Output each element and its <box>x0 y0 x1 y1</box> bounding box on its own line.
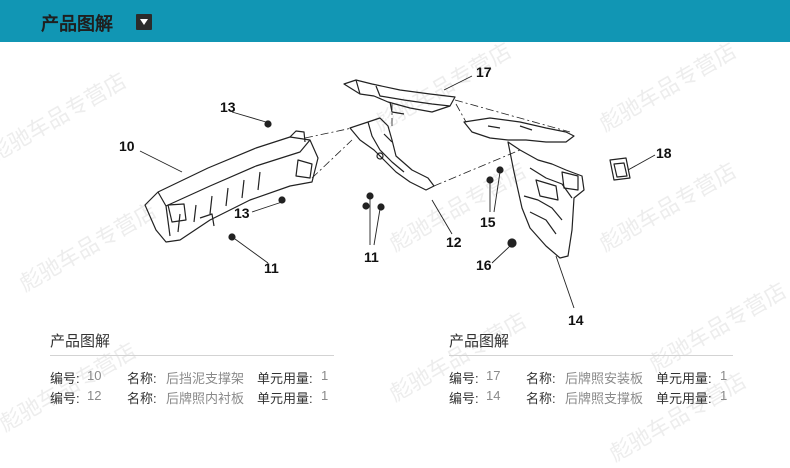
callout-18: 18 <box>656 145 672 161</box>
divider <box>50 355 334 356</box>
callout-11: 11 <box>264 260 279 276</box>
panel-title: 产品图解 <box>50 333 111 350</box>
part-name: 后牌照安装板 <box>565 371 644 386</box>
part-name: 后挡泥支撑架 <box>166 371 245 386</box>
part-18-shape <box>609 157 631 181</box>
callout-14: 14 <box>568 312 584 328</box>
part-17-shape <box>343 79 456 115</box>
callout-11: 11 <box>364 249 379 265</box>
callout-16: 16 <box>476 257 492 273</box>
parts-info-panel-left: 产品图解 编号: 10 名称: 后挡泥支撑架 单元用量: 1 编号: 12 名称… <box>50 330 334 408</box>
part-number: 14 <box>486 388 501 403</box>
number-label: 编号: <box>50 391 80 406</box>
quantity-label: 单元用量: <box>257 371 313 386</box>
part-number: 10 <box>87 368 102 383</box>
part-10-shape <box>144 130 319 243</box>
quantity-value: 1 <box>321 388 329 403</box>
quantity-label: 单元用量: <box>656 391 712 406</box>
leader-lines <box>139 75 656 309</box>
callout-13: 13 <box>220 99 236 115</box>
part-name: 后牌照内衬板 <box>166 391 245 406</box>
name-label: 名称: <box>526 391 556 406</box>
name-label: 名称: <box>127 391 157 406</box>
name-label: 名称: <box>127 371 157 386</box>
part-name: 后牌照支撑板 <box>565 391 644 406</box>
callout-13: 13 <box>234 205 250 221</box>
part-row: 编号: 17 名称: 后牌照安装板 单元用量: 1 <box>449 368 733 388</box>
part-14-shape <box>463 117 585 259</box>
header-bar: 产品图解 <box>0 0 790 42</box>
part-row: 编号: 10 名称: 后挡泥支撑架 单元用量: 1 <box>50 368 334 388</box>
exploded-parts-diagram: 10 11 11 12 13 13 14 15 16 17 18 <box>119 64 672 328</box>
number-label: 编号: <box>449 371 479 386</box>
chevron-down-icon[interactable] <box>136 14 152 30</box>
part-row: 编号: 12 名称: 后牌照内衬板 单元用量: 1 <box>50 388 334 408</box>
quantity-value: 1 <box>720 388 728 403</box>
part-number: 17 <box>486 368 501 383</box>
part-row: 编号: 14 名称: 后牌照支撑板 单元用量: 1 <box>449 388 733 408</box>
quantity-value: 1 <box>720 368 728 383</box>
quantity-label: 单元用量: <box>257 391 313 406</box>
panel-title: 产品图解 <box>449 333 510 350</box>
number-label: 编号: <box>449 391 479 406</box>
callout-15: 15 <box>480 214 496 230</box>
page-title: 产品图解 <box>41 14 113 34</box>
divider <box>449 355 733 356</box>
callout-17: 17 <box>476 64 492 80</box>
parts-info-panel-right: 产品图解 编号: 17 名称: 后牌照安装板 单元用量: 1 编号: 14 名称… <box>449 330 733 408</box>
callout-10: 10 <box>119 138 135 154</box>
part-12-shape <box>349 117 435 191</box>
part-number: 12 <box>87 388 102 403</box>
quantity-label: 单元用量: <box>656 371 712 386</box>
name-label: 名称: <box>526 371 556 386</box>
callout-12: 12 <box>446 234 462 250</box>
number-label: 编号: <box>50 371 80 386</box>
quantity-value: 1 <box>321 368 329 383</box>
assembly-lines <box>304 99 571 187</box>
fasteners <box>228 120 517 248</box>
callout-numbers: 10 11 11 12 13 13 14 15 16 17 18 <box>119 64 672 328</box>
